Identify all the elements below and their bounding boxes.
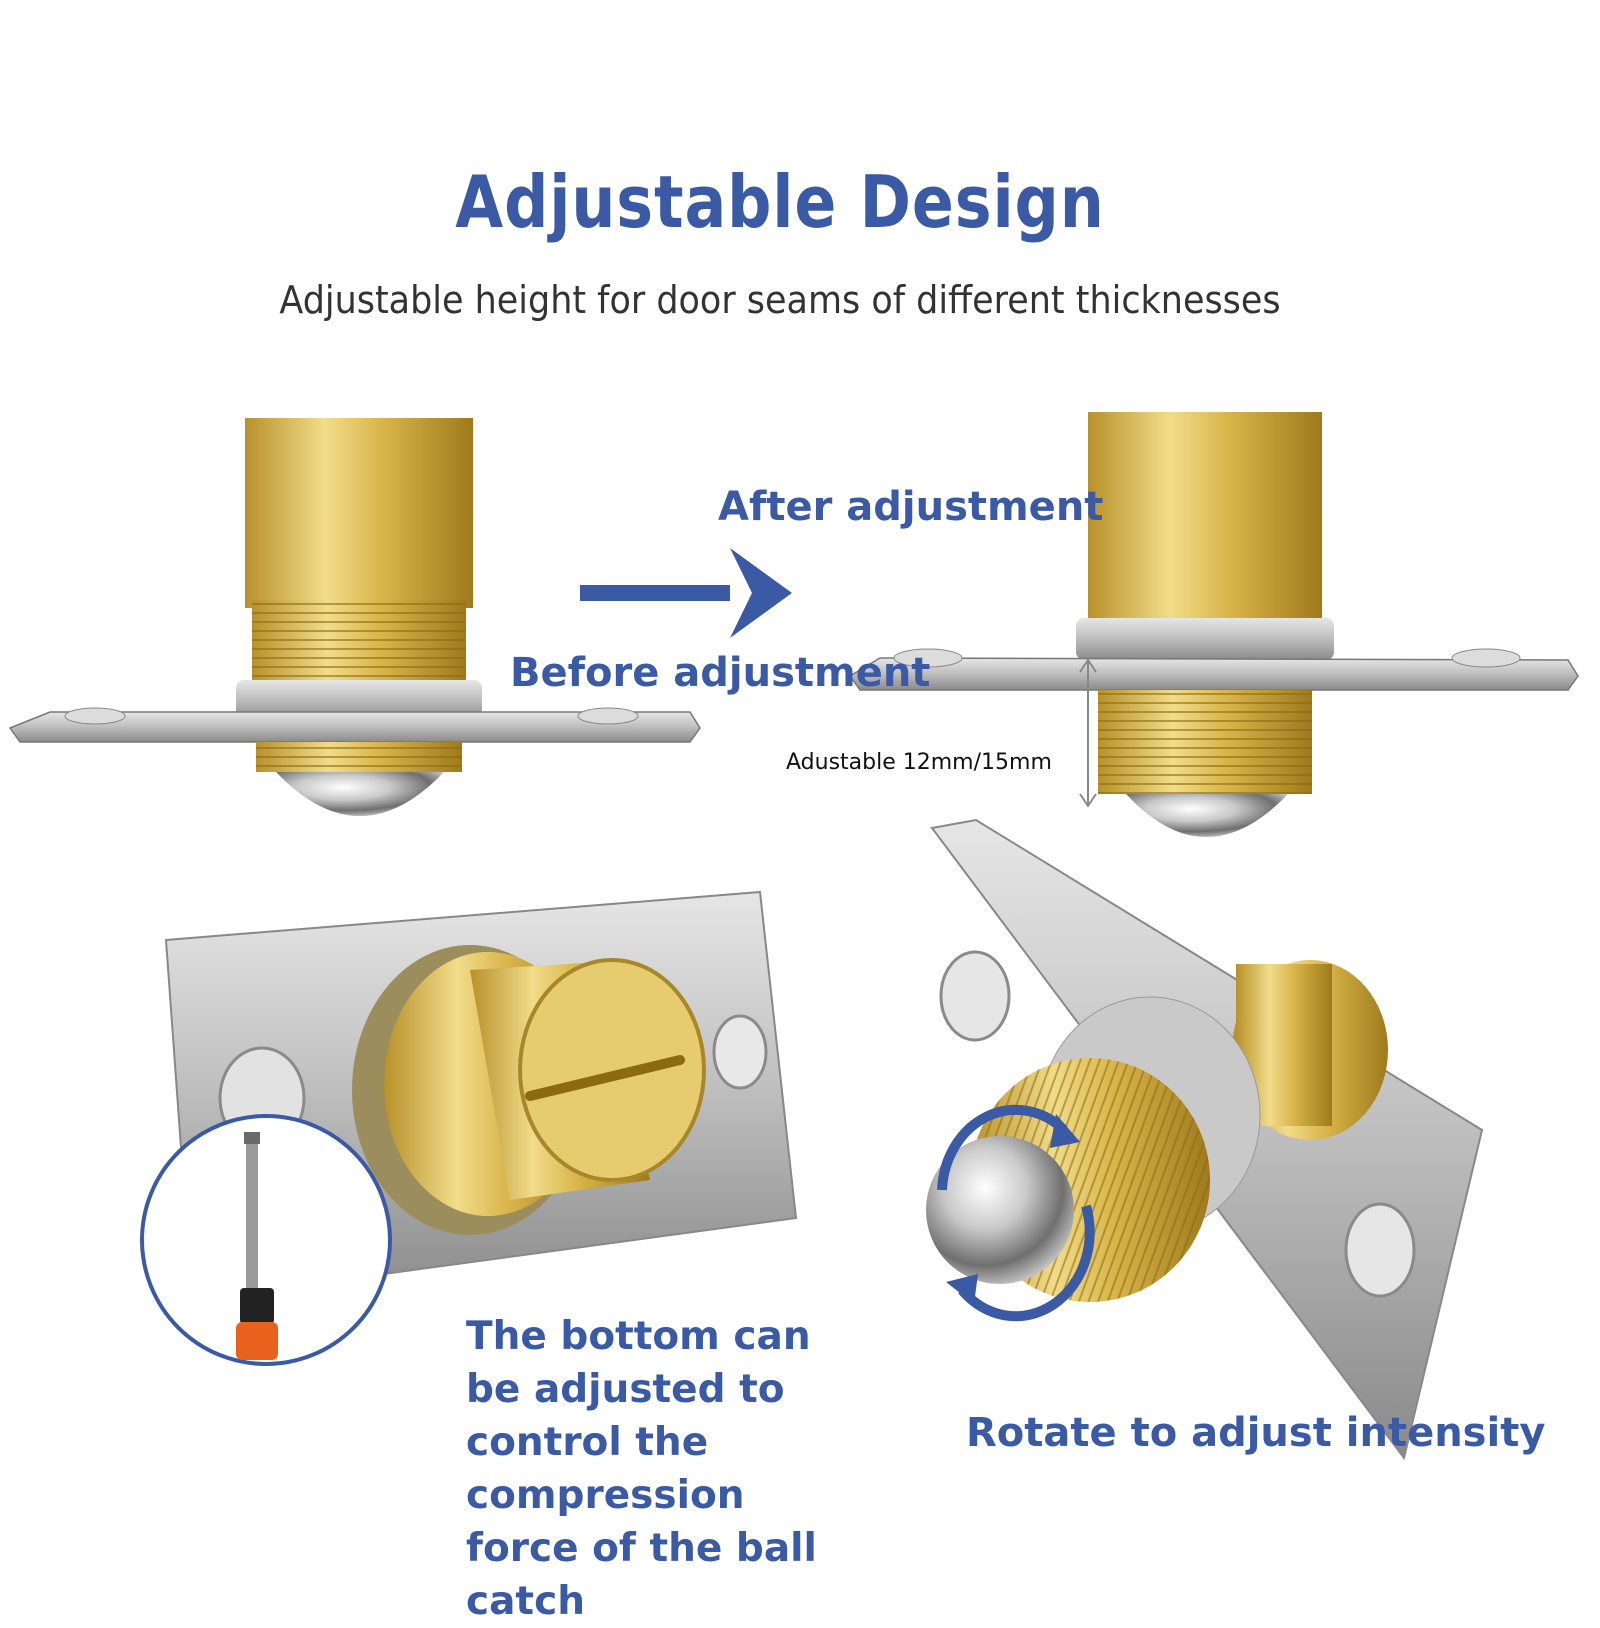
screwdriver-inset — [140, 1114, 392, 1366]
before-adjustment-label: Before adjustment — [510, 650, 931, 696]
rotate-note: Rotate to adjust intensity — [966, 1410, 1546, 1456]
catch-after-adjustment — [848, 412, 1579, 837]
page-title: Adjustable Design — [455, 160, 1105, 244]
after-adjustment-label: After adjustment — [718, 484, 1104, 530]
height-measure-arrow — [1079, 658, 1097, 808]
catch-rotate-view — [926, 818, 1484, 1461]
page-subtitle: Adjustable height for door seams of diff… — [279, 278, 1281, 322]
rotate-arrows-icon — [937, 1104, 1095, 1322]
screwdriver-icon — [236, 1132, 278, 1360]
adjustable-range-label: Adustable 12mm/15mm — [786, 750, 1052, 775]
catch-before-adjustment — [8, 418, 701, 816]
bottom-adjust-note: The bottom can be adjusted to control th… — [466, 1314, 817, 1624]
right-arrow-icon — [580, 548, 792, 638]
